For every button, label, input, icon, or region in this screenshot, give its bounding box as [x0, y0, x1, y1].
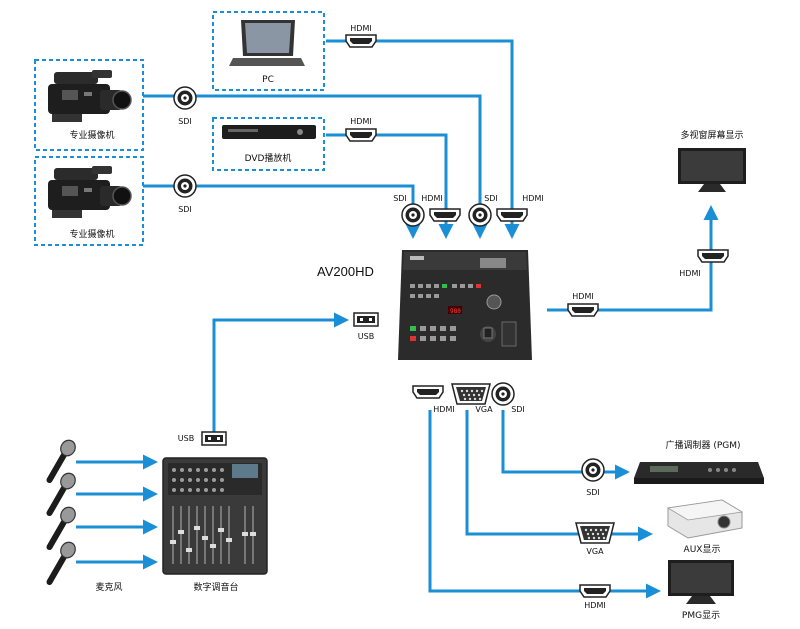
usb-dev-label: USB [358, 332, 374, 341]
camera2-node: 专业摄像机 [34, 156, 144, 246]
modulator-icon [634, 462, 764, 484]
multiview-node: 多视窗屏幕显示 [678, 129, 746, 192]
in-sdi-a-label: SDI [393, 194, 407, 203]
line-pgm [501, 410, 630, 480]
laptop-icon [229, 20, 305, 66]
line-pmg [428, 410, 661, 599]
monitor-icon [678, 148, 746, 192]
hdmi-dvd-label: HDMI [350, 117, 371, 126]
broadcast-node: 广播调制器 (PGM) [634, 439, 764, 484]
camera1-label: 专业摄像机 [69, 129, 114, 141]
dvd-player-icon [222, 125, 316, 139]
hdmi-pc-label: HDMI [350, 24, 371, 33]
usb-mixer-label: USB [178, 434, 194, 443]
pmg-label: PMG显示 [682, 610, 720, 621]
aux-node: AUX显示 [666, 499, 744, 555]
pc-label: PC [262, 75, 274, 85]
aux-label: AUX显示 [684, 544, 721, 555]
mixer-icon [162, 457, 268, 575]
device-outputs: HDMI VGA SDI [412, 382, 525, 414]
hdmi-out-label: HDMI [572, 292, 593, 301]
in-hdmi-b-label: HDMI [522, 194, 543, 203]
dvd-node: DVD播放机 [212, 117, 325, 171]
mixer-label: 数字调音台 [193, 581, 238, 593]
mixer-knobs [172, 468, 224, 492]
dvd-label: DVD播放机 [245, 152, 292, 164]
hdmi-multiview-label: HDMI [679, 269, 700, 278]
out-sdi-label: SDI [511, 405, 525, 414]
projector-icon [666, 499, 744, 539]
switcher-device-icon: 980 [398, 250, 532, 360]
device-label: AV200HD [317, 264, 374, 279]
in-hdmi-a-label: HDMI [421, 194, 442, 203]
in-sdi-b-label: SDI [484, 194, 498, 203]
line-multiview [547, 205, 719, 312]
multiview-label: 多视窗屏幕显示 [680, 129, 743, 141]
broadcast-label: 广播调制器 (PGM) [665, 439, 740, 451]
mic-label: 麦克风 [95, 581, 122, 593]
svg-text:980: 980 [450, 308, 461, 315]
out-vga-label: VGA [475, 405, 493, 414]
camera1-node: 专业摄像机 [34, 59, 144, 151]
line-pc [326, 39, 520, 239]
pc-node: PC [212, 11, 325, 91]
sdi-cam1-label: SDI [178, 117, 192, 126]
out-hdmi-label: HDMI [433, 405, 454, 414]
line-usb [212, 312, 349, 432]
pmg-monitor-icon [668, 560, 734, 604]
sdi-cam2-label: SDI [178, 205, 192, 214]
pmg-node: PMG显示 [668, 560, 734, 621]
vga-aux-label: VGA [586, 547, 604, 556]
hdmi-pmg-label: HDMI [584, 601, 605, 610]
line-camera1 [143, 94, 488, 239]
camera2-label: 专业摄像机 [69, 228, 114, 240]
device-inputs: SDI HDMI SDI HDMI [393, 194, 544, 227]
sdi-broadcast-label: SDI [586, 488, 600, 497]
microphones [44, 436, 79, 587]
